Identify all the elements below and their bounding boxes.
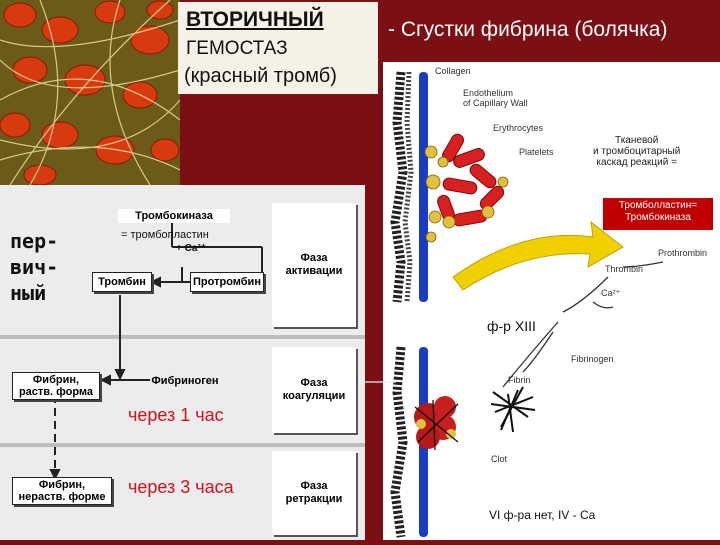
- primary-label-line: ный: [10, 281, 47, 305]
- primary-label-line: пер-: [10, 229, 59, 253]
- clotting-illustration: Collagen Endothelium of Capillary Wall E…: [383, 62, 720, 540]
- ca-arrow: [592, 301, 614, 309]
- fibrinogen-label: Фибриноген: [151, 375, 219, 387]
- primary-label: пер- вич- ный: [10, 228, 58, 306]
- after-1-hour: через 1 час: [128, 405, 224, 425]
- fibrin-insoluble-box: Фибрин, нераств. форме: [12, 477, 112, 505]
- thromboplastin-label: = тромбопластин: [121, 229, 209, 241]
- title-line-1: ВТОРИЧНЫЙ: [186, 8, 324, 31]
- platelets: [424, 145, 509, 243]
- endothelium-label: Endothelium of Capillary Wall: [463, 88, 528, 108]
- title-line-2: ГЕМОСТАЗ: [186, 38, 288, 59]
- ca-label: Ca²⁺: [601, 288, 621, 298]
- footnote: VI ф-ра нет, IV - Ca: [489, 508, 596, 522]
- fibrin-photo: [0, 0, 180, 185]
- collagen-label: Collagen: [435, 66, 471, 76]
- thrombokinase-box: Тромбокиназа: [118, 209, 230, 223]
- fibrin-arrow: [502, 321, 559, 388]
- phase-retraction: Фаза ретракции: [272, 451, 356, 535]
- fibrin-mesh: [490, 386, 536, 433]
- collagen-fibers-lower: [390, 346, 408, 538]
- illustration-svg: [390, 71, 664, 538]
- prothrombin-box: Протромбин: [190, 272, 264, 292]
- phase-coagulation: Фаза коагуляции: [272, 347, 356, 433]
- erythrocytes-label: Erythrocytes: [493, 123, 544, 133]
- prothrombin-arrow: [622, 261, 664, 268]
- flowchart-arrows: [49, 223, 263, 481]
- clot-label: Clot: [491, 454, 508, 464]
- link-arrow: [358, 378, 396, 386]
- collagen-fibers: [390, 71, 414, 303]
- after-3-hours: через 3 часа: [128, 477, 234, 497]
- thrombin-box: Тромбин: [92, 272, 152, 292]
- clot: [414, 396, 459, 451]
- title-box: ВТОРИЧНЫЙ ГЕМОСТАЗ (красный тромб): [178, 2, 378, 94]
- thromboplastin-note: Тромболластин= Тромбокиназа: [603, 198, 713, 230]
- phase-activation: Фаза активации: [272, 203, 356, 327]
- separator: [0, 335, 365, 339]
- thrombin-arrow: [562, 276, 609, 313]
- heading: - Сгустки фибрина (болячка): [388, 18, 668, 41]
- separator: [0, 443, 365, 447]
- flowchart-panel: Тромбокиназа = тромбопластин + Ca²⁺ Тром…: [0, 185, 365, 540]
- factor-xiii-label: ф-р XIII: [487, 318, 536, 334]
- prothrombin-label: Prothrombin: [658, 248, 708, 258]
- cascade-note: Тканевой и тромбоцитарный каскад реакций…: [593, 135, 681, 168]
- primary-label-line: вич-: [10, 255, 59, 279]
- fibrin-label: Fibrin: [508, 375, 531, 385]
- cascade-arrow: [452, 220, 624, 291]
- fibrin-soluble-box: Фибрин, раств. форма: [12, 372, 100, 400]
- fibrinogen-arrow: [522, 331, 554, 373]
- endothelium-wall: [419, 72, 428, 537]
- ca-label: + Ca²⁺: [176, 243, 207, 254]
- fibrinogen-label: Fibrinogen: [571, 354, 614, 364]
- thrombin-label: Thrombin: [605, 264, 644, 274]
- platelets-label: Platelets: [519, 147, 554, 157]
- title-line-3: (красный тромб): [184, 65, 337, 87]
- erythrocytes: [437, 133, 505, 227]
